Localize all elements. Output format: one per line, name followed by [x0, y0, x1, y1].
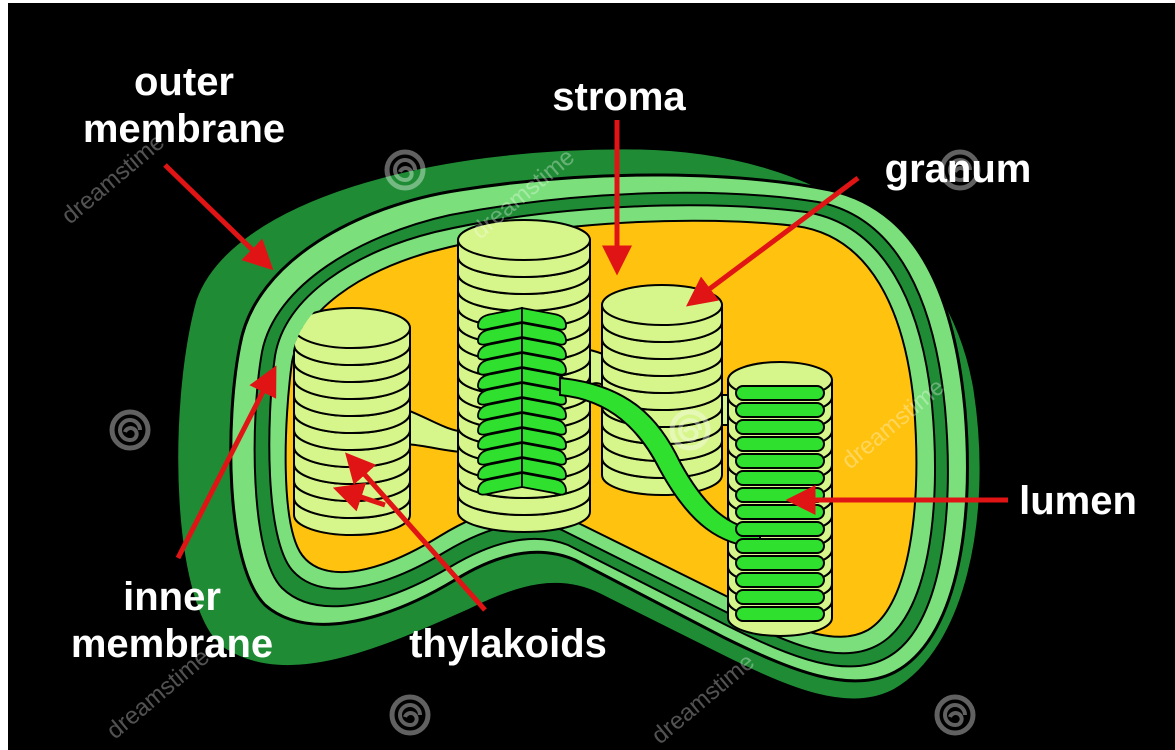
label-inner-membrane-line1: inner — [123, 575, 221, 619]
thylakoid-disc — [294, 308, 410, 365]
lumen-plate — [736, 539, 824, 553]
lumen-plate — [736, 556, 824, 570]
lumen-plate — [736, 573, 824, 587]
label-outer-membrane-line2: membrane — [83, 107, 285, 151]
lumen-plate — [736, 590, 824, 604]
lumen-plate — [736, 420, 824, 434]
lumen-plate — [736, 505, 824, 519]
label-lumen: lumen — [1019, 479, 1137, 523]
lumen-plate — [736, 454, 824, 468]
granum-left — [294, 308, 410, 535]
lumen-plate — [736, 607, 824, 621]
lumen-plate — [736, 386, 824, 400]
lumen-plate — [736, 403, 824, 417]
label-inner-membrane-line2: membrane — [71, 622, 273, 666]
label-stroma: stroma — [552, 75, 686, 119]
lumen-plate — [736, 522, 824, 536]
lumen-plate — [736, 471, 824, 485]
label-granum: granum — [885, 147, 1032, 191]
label-outer-membrane-line1: outer — [134, 60, 234, 104]
label-thylakoids: thylakoids — [409, 622, 607, 666]
lumen-center-cut — [478, 308, 566, 495]
lumen-plate — [736, 437, 824, 451]
